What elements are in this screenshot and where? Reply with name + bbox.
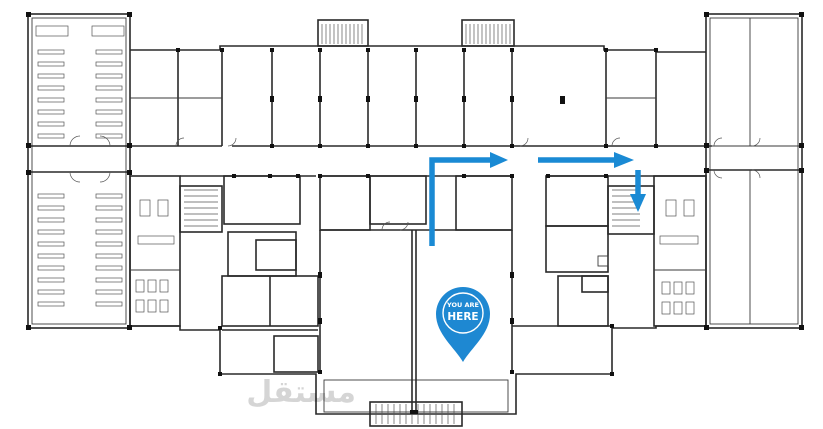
right-service-block <box>607 175 707 327</box>
marker-text-line1: YOU ARE <box>446 301 479 309</box>
main-corridor <box>28 145 802 177</box>
route-arrowhead <box>614 152 634 168</box>
marker-ring <box>442 292 484 334</box>
route-path <box>429 157 494 246</box>
right-center-offices <box>512 175 612 327</box>
right-wing-interior <box>706 18 802 324</box>
arrow-icon <box>429 152 646 246</box>
top-stairs <box>321 24 511 44</box>
columns <box>26 12 804 414</box>
location-pin-icon: YOU ARE HERE <box>436 287 490 362</box>
left-service-block <box>129 175 223 327</box>
route-arrowhead <box>630 194 646 212</box>
top-rooms <box>130 50 657 146</box>
left-center-offices <box>221 175 319 373</box>
watermark-text: مستقل <box>246 375 356 410</box>
building-outline <box>27 13 803 427</box>
left-lecture-halls <box>35 25 125 307</box>
doors <box>69 135 761 231</box>
marker-text-line2: HERE <box>447 311 478 323</box>
you-are-here-marker <box>436 287 490 362</box>
central-hall <box>319 175 513 414</box>
watermark-logo: مستقل <box>246 375 356 410</box>
route-arrowhead <box>490 152 508 168</box>
